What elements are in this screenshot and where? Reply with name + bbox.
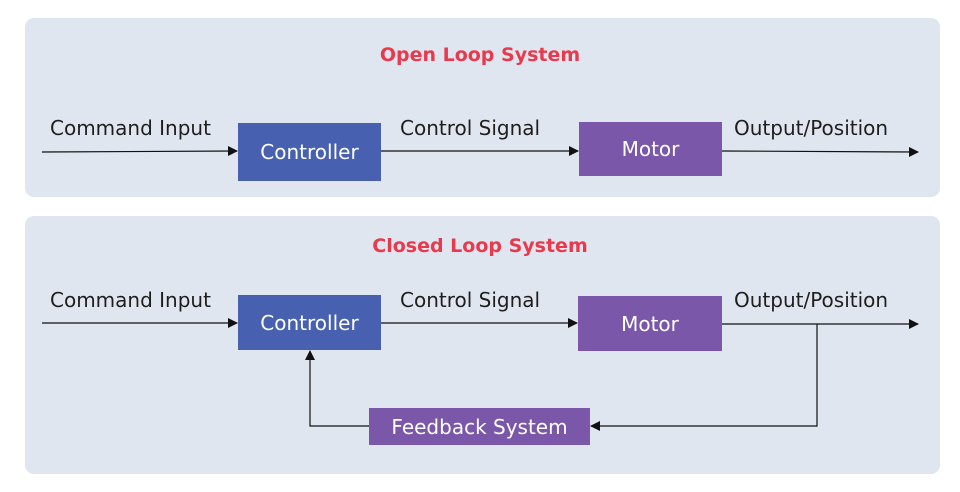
open-input-arrow bbox=[41, 146, 238, 157]
feedback-path-to-controller bbox=[305, 350, 369, 427]
open-output-arrow bbox=[721, 146, 919, 157]
open-loop-title: Open Loop System bbox=[379, 44, 581, 66]
closed-motor-block: Motor bbox=[578, 296, 722, 351]
feedback-system-block: Feedback System bbox=[369, 408, 590, 445]
closed-output-label: Output/Position bbox=[734, 288, 889, 312]
feedback-path-to-feedback-block bbox=[590, 324, 818, 431]
closed-controller-block: Controller bbox=[238, 295, 381, 350]
closed-command-input-label: Command Input bbox=[50, 288, 211, 312]
closed-loop-title: Closed Loop System bbox=[372, 235, 588, 257]
open-motor-block: Motor bbox=[579, 122, 722, 176]
open-output-label: Output/Position bbox=[734, 116, 889, 140]
open-loop-panel bbox=[25, 18, 940, 197]
open-control-signal-label: Control Signal bbox=[400, 116, 541, 140]
open-controller-block: Controller bbox=[238, 123, 381, 181]
closed-control-signal-label: Control Signal bbox=[400, 288, 541, 312]
open-command-input-label: Command Input bbox=[50, 116, 211, 140]
